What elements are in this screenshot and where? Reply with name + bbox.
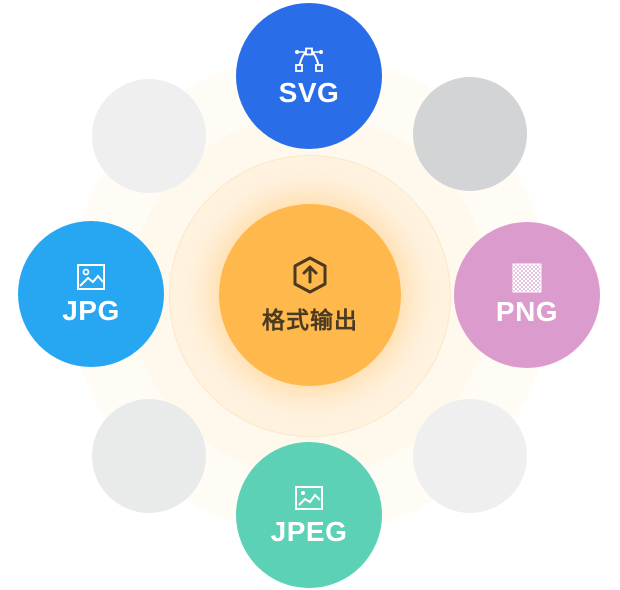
svg-format-label: SVG — [278, 77, 340, 108]
png-format-node[interactable]: PNG — [454, 222, 600, 368]
jpeg-format-label: JPEG — [270, 516, 348, 547]
placeholder-circle-top-right — [413, 77, 527, 191]
export-upload-icon — [293, 256, 327, 294]
vector-path-icon — [295, 47, 323, 72]
center-hub[interactable]: 格式输出 — [219, 204, 401, 386]
jpg-format-node[interactable]: JPG — [18, 221, 164, 367]
placeholder-circle-top-left — [92, 79, 206, 193]
jpg-format-label: JPG — [62, 295, 120, 326]
placeholder-circle-bottom-right — [413, 399, 527, 513]
image-chart-icon — [295, 486, 323, 510]
jpeg-format-node[interactable]: JPEG — [236, 442, 382, 588]
transparent-grid-icon — [512, 263, 542, 293]
center-hub-label: 格式输出 — [262, 308, 358, 334]
inner-ring — [169, 155, 451, 437]
image-icon — [77, 264, 105, 290]
svg-format-node[interactable]: SVG — [236, 3, 382, 149]
png-format-label: PNG — [495, 296, 559, 327]
placeholder-circle-bottom-left — [92, 399, 206, 513]
